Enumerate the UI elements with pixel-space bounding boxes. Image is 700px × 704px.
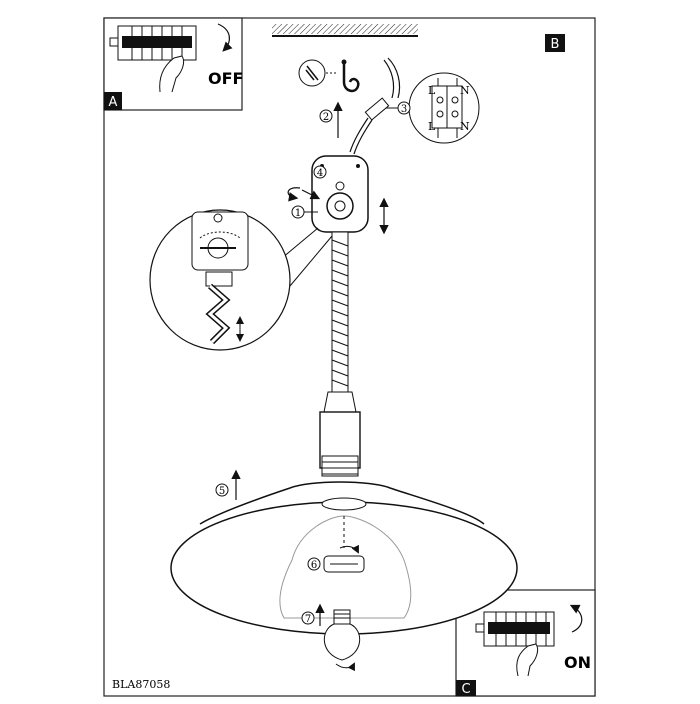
lamp-holder xyxy=(319,411,361,477)
panel-a-label: A xyxy=(109,95,118,110)
step-5-number: 5 xyxy=(219,486,225,497)
step-4-number: 4 xyxy=(317,168,323,179)
on-arrow-c xyxy=(569,604,583,633)
step-7-badge xyxy=(301,611,315,625)
suspension-rod xyxy=(331,231,349,393)
breaker-box-c xyxy=(475,611,555,647)
ceiling-canopy xyxy=(311,155,369,233)
panel-b-label: B xyxy=(551,37,560,52)
off-arrow-a xyxy=(217,23,233,52)
adjuster-detail xyxy=(149,209,333,351)
step-6-number: 6 xyxy=(311,560,317,571)
step-1-number: 1 xyxy=(295,208,301,219)
breaker-box-a xyxy=(109,25,197,61)
ceiling xyxy=(272,24,418,37)
terminal-live-top: L xyxy=(428,84,436,97)
mains-cable xyxy=(383,57,401,99)
step-5-badge xyxy=(215,483,229,497)
on-text: ON xyxy=(564,653,591,672)
terminal-neutral-bottom: N xyxy=(460,120,470,133)
step-3-badge xyxy=(397,101,411,115)
hand-a xyxy=(159,55,185,93)
ceiling-hook xyxy=(342,64,360,93)
step-2-number: 2 xyxy=(323,112,329,123)
terminal-live-bottom: L xyxy=(428,120,436,133)
model-code: BLA87058 xyxy=(112,678,170,691)
terminal-detail: L N L N xyxy=(408,72,480,144)
step-4-badge xyxy=(313,165,327,179)
step-2-badge xyxy=(319,109,333,123)
light-bulb xyxy=(324,609,360,672)
panel-c-label-box xyxy=(456,680,476,696)
connector-block xyxy=(349,97,390,155)
panel-b-frame xyxy=(103,17,596,697)
terminal-neutral-top: N xyxy=(460,84,470,97)
bulb-socket xyxy=(323,544,365,573)
step-6-badge xyxy=(307,557,321,571)
pointer-step-4 xyxy=(301,189,321,200)
off-text: OFF xyxy=(208,69,243,88)
hand-c xyxy=(516,643,539,677)
panel-c-label: C xyxy=(461,682,470,697)
panel-a: A OFF xyxy=(103,17,243,111)
panel-b-label-box xyxy=(545,34,565,52)
rotate-arrow-step-1 xyxy=(287,187,301,202)
step-7-number: 7 xyxy=(305,614,311,625)
rod-collar xyxy=(323,391,357,413)
hook-detail xyxy=(298,59,360,93)
step-3-number: 3 xyxy=(401,104,407,115)
step-1-badge xyxy=(291,205,305,219)
panel-a-label-box xyxy=(104,92,122,110)
